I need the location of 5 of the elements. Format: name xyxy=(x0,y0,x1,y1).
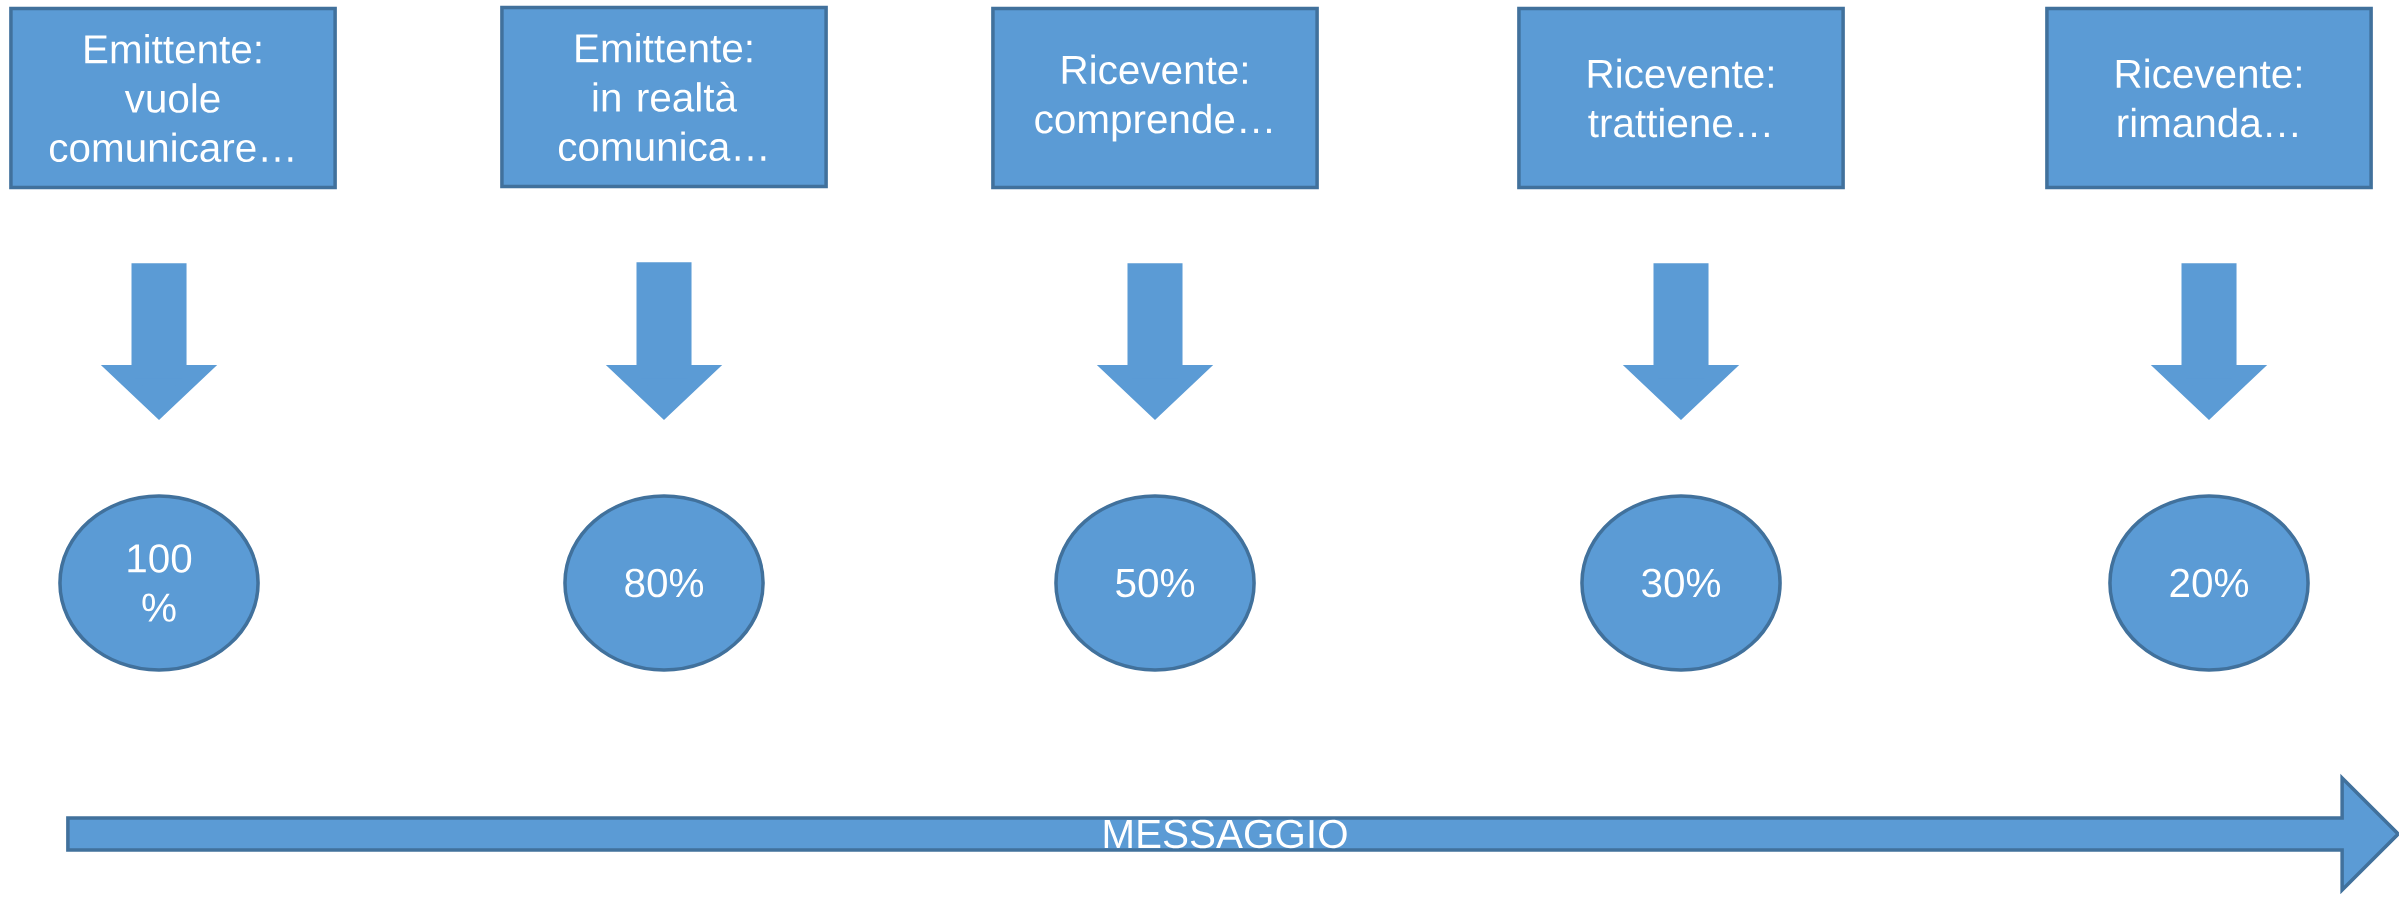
process-box: Emittente: vuole comunicare… xyxy=(9,6,337,190)
process-box: Emittente: in realtà comunica… xyxy=(500,5,828,189)
process-box: Ricevente: comprende… xyxy=(991,6,1319,190)
process-box: Ricevente: rimanda… xyxy=(2045,6,2373,190)
process-box: Ricevente: trattiene… xyxy=(1517,6,1845,190)
